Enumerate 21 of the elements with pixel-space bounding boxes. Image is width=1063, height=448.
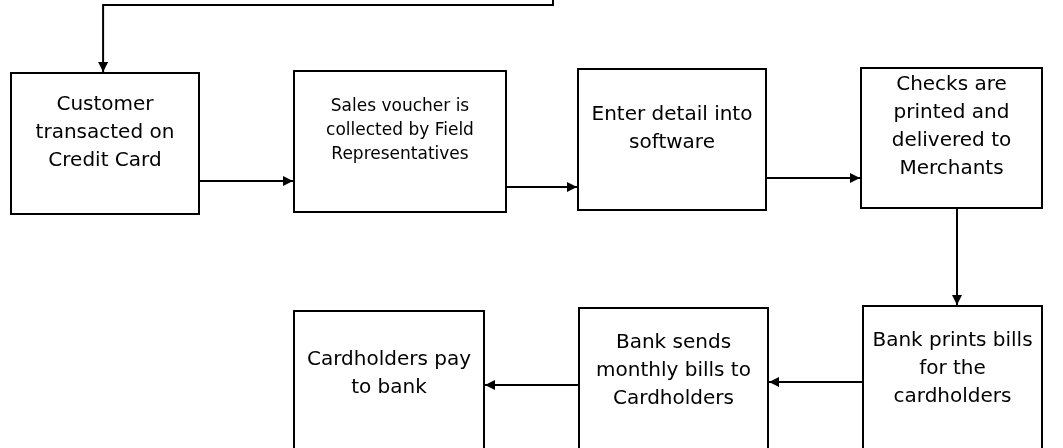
process-box	[578, 307, 769, 448]
process-box	[10, 72, 200, 215]
step-text: Checks are printed and delivered to Merchants	[890, 70, 1013, 181]
step-text: Bank prints bills for the cardholders	[872, 326, 1033, 409]
arrow	[484, 380, 579, 390]
step-text: Sales voucher is collected by Field Representatives	[325, 93, 475, 165]
process-box	[293, 310, 485, 448]
arrow	[506, 182, 578, 192]
process-box	[293, 70, 507, 213]
step-text: Customer transacted on Credit Card	[34, 89, 176, 173]
process-box	[577, 68, 767, 211]
arrow	[766, 173, 861, 183]
process-box	[862, 305, 1043, 448]
process-box	[860, 67, 1043, 209]
arrow	[768, 377, 863, 387]
step-text: Enter detail into software	[590, 99, 754, 155]
step-text: Cardholders pay to bank	[305, 345, 472, 400]
step-text: Bank sends monthly bills to Cardholders	[595, 328, 752, 411]
arrow	[98, 0, 554, 73]
arrow	[952, 208, 962, 306]
arrow	[199, 176, 294, 186]
